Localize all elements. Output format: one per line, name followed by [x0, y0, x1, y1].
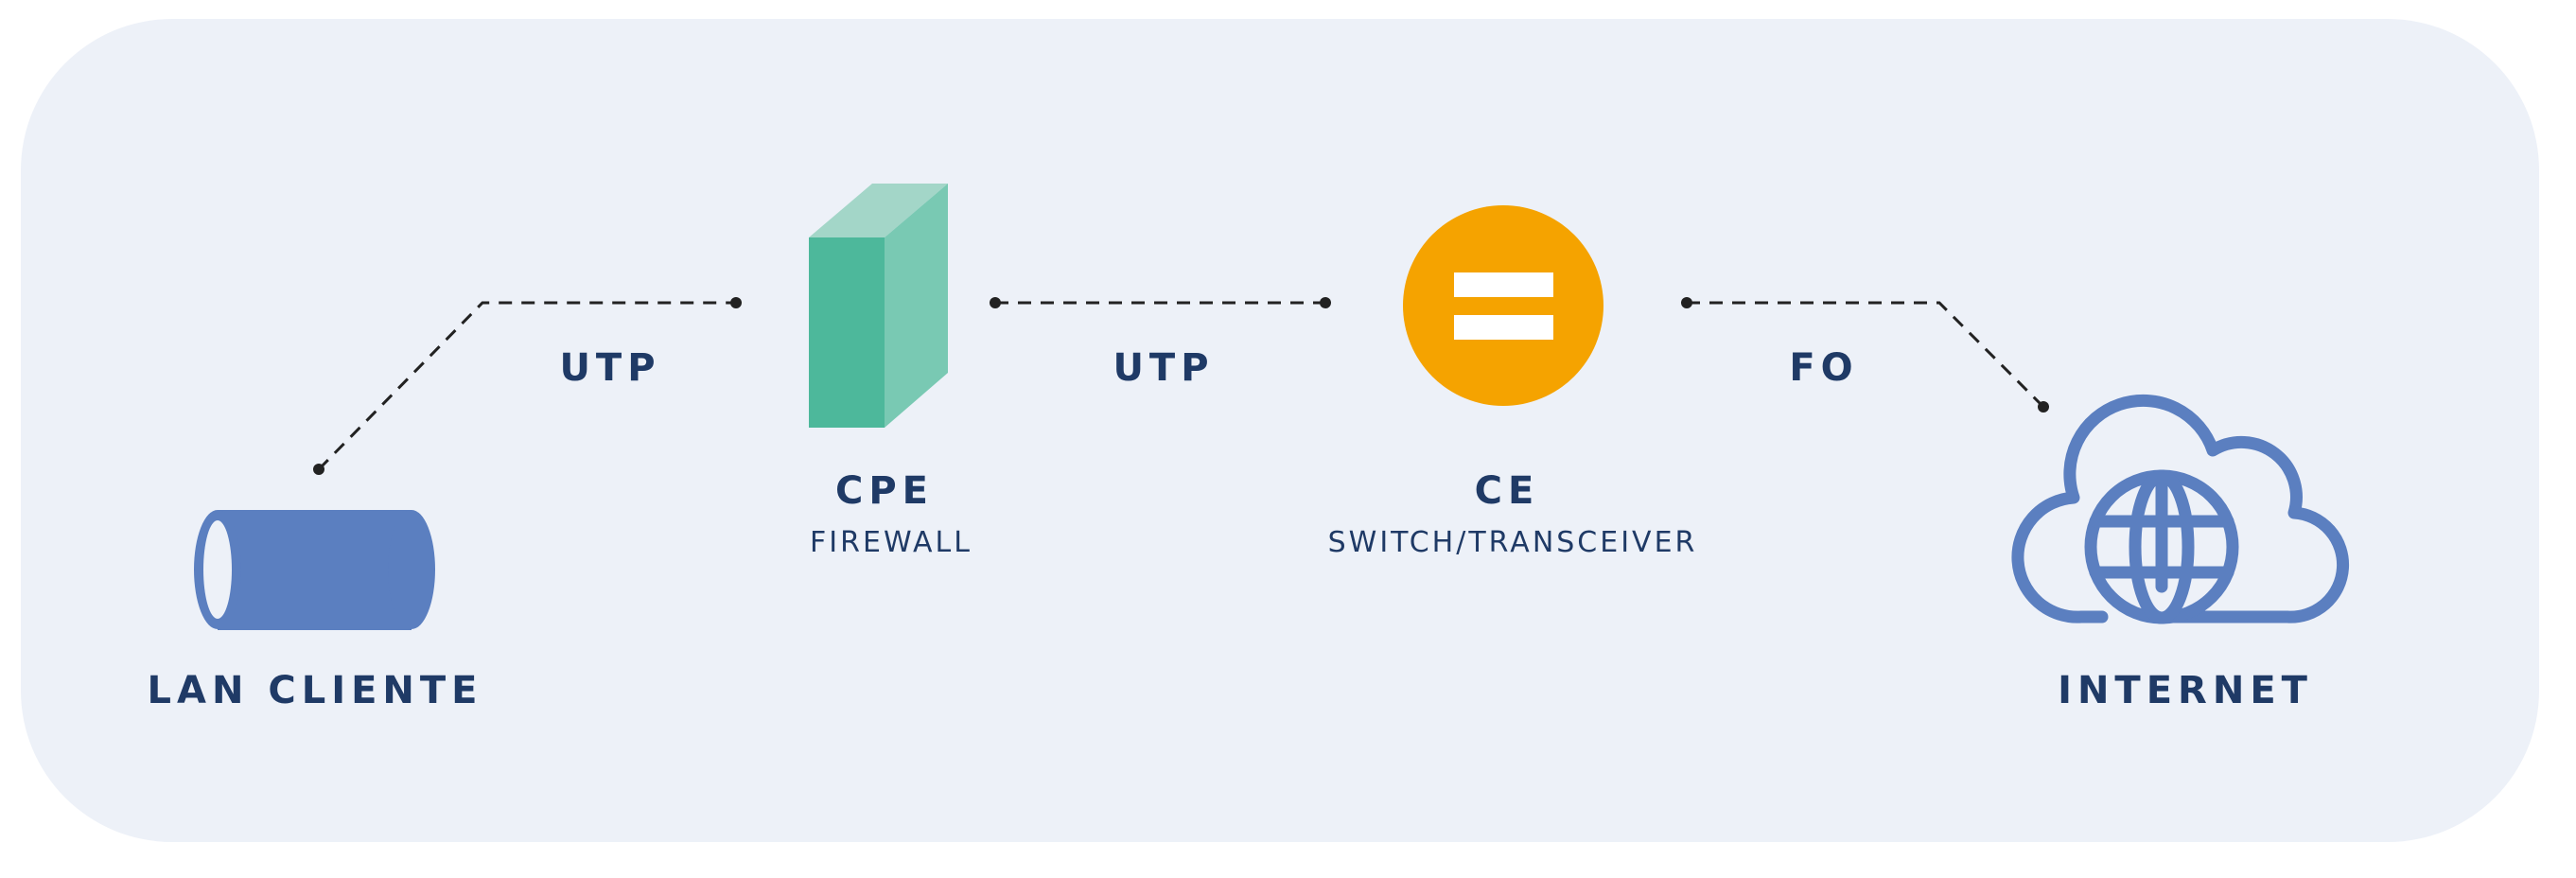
link-label-ce-internet: FO: [1789, 346, 1859, 390]
server-box-icon: [809, 184, 948, 428]
ce-title: CE: [1474, 469, 1540, 513]
internet-title: INTERNET: [2058, 669, 2313, 712]
connector-lan-cpe: [317, 301, 736, 471]
connector-dot: [2038, 401, 2049, 413]
cylinder-icon: [194, 510, 435, 630]
connector-dot: [990, 297, 1001, 308]
cloud-globe-icon: [2011, 394, 2350, 624]
connector-dot: [313, 464, 324, 475]
connector-dot: [730, 297, 742, 308]
link-label-cpe-ce: UTP: [1113, 346, 1215, 390]
connector-dot: [1681, 297, 1692, 308]
connector-dot: [1320, 297, 1331, 308]
cpe-title: CPE: [835, 469, 934, 513]
link-label-lan-cpe: UTP: [559, 346, 661, 390]
switch-circle-icon: [1403, 205, 1603, 406]
ce-subtitle: SWITCH/TRANSCEIVER: [1327, 526, 1698, 559]
diagram-panel: [21, 19, 2539, 842]
connector-ce-internet: [1687, 301, 2045, 409]
cpe-subtitle: FIREWALL: [810, 526, 973, 559]
lan-title: LAN CLIENTE: [147, 669, 483, 712]
